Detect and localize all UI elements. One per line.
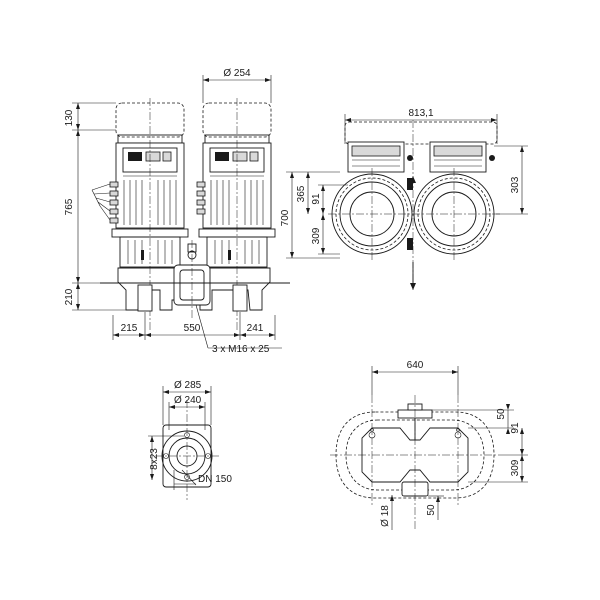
- label-side-303: 303: [510, 176, 521, 193]
- left-display-screen: [128, 152, 142, 161]
- right-motor-fins: [210, 180, 264, 225]
- left-display-screen-2: [145, 151, 161, 162]
- label-width-right: 241: [247, 323, 264, 334]
- label-flange-240: Ø 240: [174, 395, 202, 406]
- flange-view: Ø 285 Ø 240 8x23 DN 150: [148, 380, 232, 500]
- label-height-base: 210: [64, 288, 75, 305]
- right-cable-glands: [196, 181, 206, 215]
- label-motor-dia: Ø 254: [223, 68, 251, 79]
- label-side-309: 309: [311, 227, 322, 244]
- bolt-callout: 3 x M16 x 25: [195, 304, 282, 355]
- left-display-knob: [162, 151, 172, 162]
- label-width-mid: 550: [184, 323, 201, 334]
- label-top-width: 813,1: [408, 108, 433, 119]
- label-bottom-640: 640: [407, 360, 424, 371]
- dim-top-left: 700 365 91 309: [280, 171, 348, 259]
- label-flange-dn: DN 150: [198, 474, 232, 485]
- dim-base: 640 50 91 309 Ø 18 50: [371, 360, 528, 530]
- label-flange-holes: 8x23: [149, 448, 160, 470]
- label-bottom-91: 91: [510, 422, 521, 434]
- label-bottom-309: 309: [510, 459, 521, 476]
- dim-flange: Ø 285 Ø 240 8x23 DN 150: [148, 380, 232, 490]
- label-bottom-50-top: 50: [496, 408, 507, 420]
- label-side-365: 365: [296, 185, 307, 202]
- left-cable-glands: [109, 181, 119, 224]
- right-display-knob: [249, 151, 259, 162]
- right-foot: [232, 284, 248, 312]
- label-side-700: 700: [280, 209, 291, 226]
- label-side-91: 91: [311, 193, 322, 205]
- label-bolts: 3 x M16 x 25: [212, 344, 270, 355]
- label-flange-285: Ø 285: [174, 380, 202, 391]
- label-bottom-50-bot: 50: [426, 504, 437, 516]
- front-view: Ø 254 130 765 210 215 550 241: [64, 68, 290, 355]
- right-display-screen-2: [232, 151, 248, 162]
- dim-horizontal-bottom: 215 550 241: [112, 312, 276, 340]
- dim-motor-dia: Ø 254: [202, 68, 272, 103]
- cable-leader-lines: [91, 183, 111, 221]
- top-view: 813,1 700 365 91 309 30: [280, 108, 528, 290]
- label-bottom-18: Ø 18: [380, 505, 391, 527]
- right-display-screen: [215, 152, 229, 161]
- dim-top-width: 813,1: [344, 108, 498, 144]
- label-height-top: 130: [64, 109, 75, 126]
- left-motor-fins: [123, 180, 177, 225]
- base-outline-outer: [335, 411, 495, 499]
- dim-top-right: 303: [494, 145, 528, 215]
- label-width-left: 215: [121, 323, 138, 334]
- label-height-total: 765: [64, 198, 75, 215]
- left-foot: [137, 284, 153, 312]
- dim-vertical-left: 130 765 210: [64, 102, 138, 311]
- base-plan-view: 640 50 91 309 Ø 18 50: [330, 360, 528, 530]
- top-view-hood-outline: [344, 121, 498, 145]
